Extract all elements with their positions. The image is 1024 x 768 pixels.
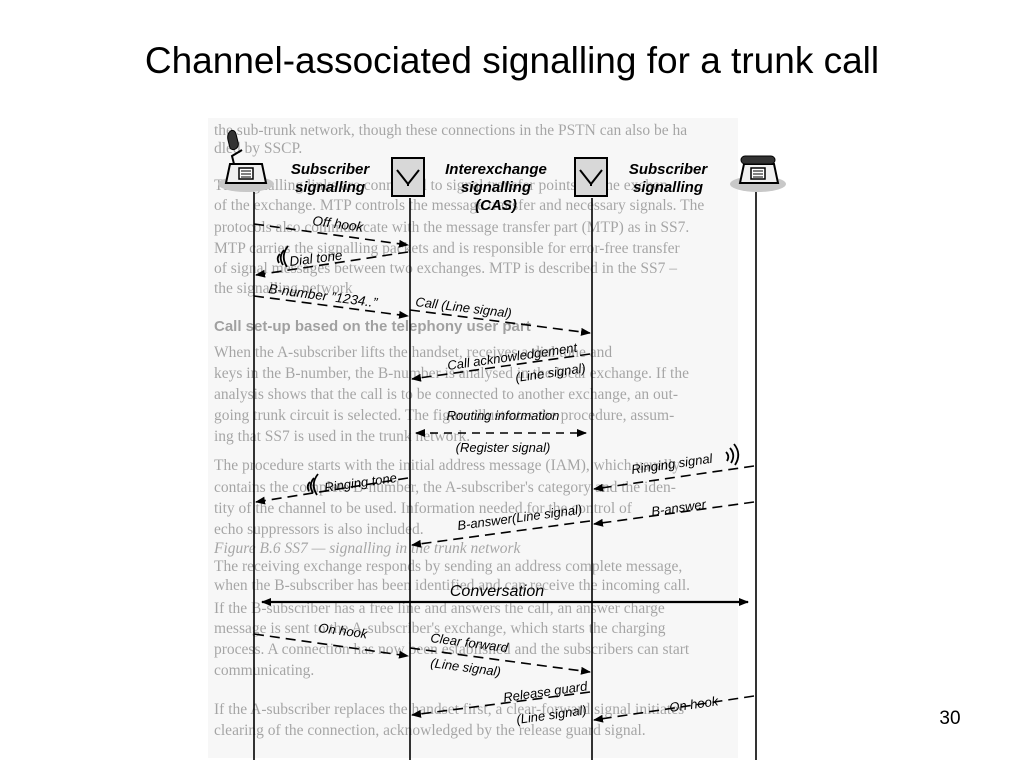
svg-text:Dial tone: Dial tone bbox=[289, 248, 344, 269]
msg-off-hook: Off hook bbox=[253, 213, 409, 248]
bg-line: communicating. bbox=[214, 662, 314, 679]
bg-line: keys in the B-number, the B-number is an… bbox=[214, 365, 689, 382]
bg-line: of the exchange. MTP controls the messag… bbox=[214, 197, 704, 214]
exchange-right-icon bbox=[574, 157, 608, 197]
svg-text:(Register signal): (Register signal) bbox=[456, 440, 551, 455]
ringing-waves-icon bbox=[725, 443, 740, 466]
svg-text:signalling: signalling bbox=[461, 179, 531, 196]
tone-waves-icon bbox=[306, 473, 319, 496]
header-right-subscriber: Subscriber signalling bbox=[629, 161, 709, 196]
svg-text:On hook: On hook bbox=[318, 620, 370, 641]
svg-text:signalling: signalling bbox=[633, 179, 703, 196]
msg-on-hook-left: On hook bbox=[253, 620, 409, 659]
bg-line: message is sent to the A-subscriber's ex… bbox=[214, 620, 666, 637]
svg-text:Subscriber: Subscriber bbox=[291, 161, 371, 178]
svg-text:(CAS): (CAS) bbox=[475, 197, 517, 214]
bg-line: the signalling network bbox=[214, 280, 353, 297]
bg-line: of signal messages between two exchanges… bbox=[214, 260, 677, 277]
msg-dial-tone: Dial tone bbox=[255, 245, 409, 278]
svg-text:Off hook: Off hook bbox=[312, 213, 366, 235]
msg-routing-information: Routing information (Register signal) bbox=[415, 408, 587, 455]
bg-line: The receiving exchange responds by sendi… bbox=[214, 558, 682, 575]
bg-line: The signalling links are connected to si… bbox=[214, 177, 668, 194]
bg-heading: Call set-up based on the telephony user … bbox=[214, 318, 531, 335]
lifelines bbox=[253, 192, 757, 760]
slide-title: Channel-associated signalling for a trun… bbox=[144, 40, 880, 81]
header-interexchange: Interexchange signalling (CAS) bbox=[445, 161, 547, 214]
svg-text:Routing information: Routing information bbox=[447, 408, 560, 423]
bg-line: contains the complete B-number, the A-su… bbox=[214, 479, 676, 496]
bg-line: When the A-subscriber lifts the handset,… bbox=[214, 344, 612, 361]
bg-line: ing that SS7 is used in the trunk networ… bbox=[214, 428, 470, 445]
bg-line: analysis shows that the call is to be co… bbox=[214, 386, 678, 403]
bg-line: MTP carries the signalling packets and i… bbox=[214, 240, 681, 257]
bg-line: process. A connection has now been estab… bbox=[214, 641, 690, 658]
bg-line: echo suppressors is also included. bbox=[214, 521, 424, 538]
svg-text:signalling: signalling bbox=[295, 179, 365, 196]
page-number: 30 bbox=[939, 708, 961, 729]
svg-text:Conversation: Conversation bbox=[450, 583, 544, 600]
telephone-left-icon bbox=[218, 129, 274, 192]
msg-conversation: Conversation bbox=[261, 583, 749, 606]
background-text: the sub-trunk network, though these conn… bbox=[213, 122, 704, 739]
bg-line: The procedure starts with the initial ad… bbox=[214, 457, 680, 474]
bg-line: clearing of the connection, acknowledged… bbox=[214, 722, 646, 739]
tone-waves-icon bbox=[276, 245, 289, 268]
bg-line: the sub-trunk network, though these conn… bbox=[214, 122, 687, 139]
svg-text:Interexchange: Interexchange bbox=[445, 161, 547, 178]
exchange-left-icon bbox=[391, 157, 425, 197]
bg-line: when the B-subscriber has been identifie… bbox=[214, 577, 690, 594]
bg-caption: Figure B.6 SS7 — signalling in the trunk… bbox=[213, 540, 522, 557]
telephone-right-icon bbox=[730, 155, 786, 192]
scanned-page bbox=[208, 118, 738, 758]
bg-line: If the A-subscriber replaces the handset… bbox=[214, 701, 684, 718]
bg-line: tity of the channel to be used. Informat… bbox=[214, 500, 633, 517]
svg-text:Subscriber: Subscriber bbox=[629, 161, 709, 178]
bg-line: protocols also communicate with the mess… bbox=[214, 219, 689, 236]
bg-line: dled by SSCP. bbox=[214, 140, 302, 157]
msg-on-hook-right: On hook bbox=[593, 693, 755, 723]
svg-text:On hook: On hook bbox=[668, 693, 720, 715]
bg-line: going trunk circuit is selected. The fig… bbox=[214, 407, 674, 424]
header-left-subscriber: Subscriber signalling bbox=[291, 161, 371, 196]
